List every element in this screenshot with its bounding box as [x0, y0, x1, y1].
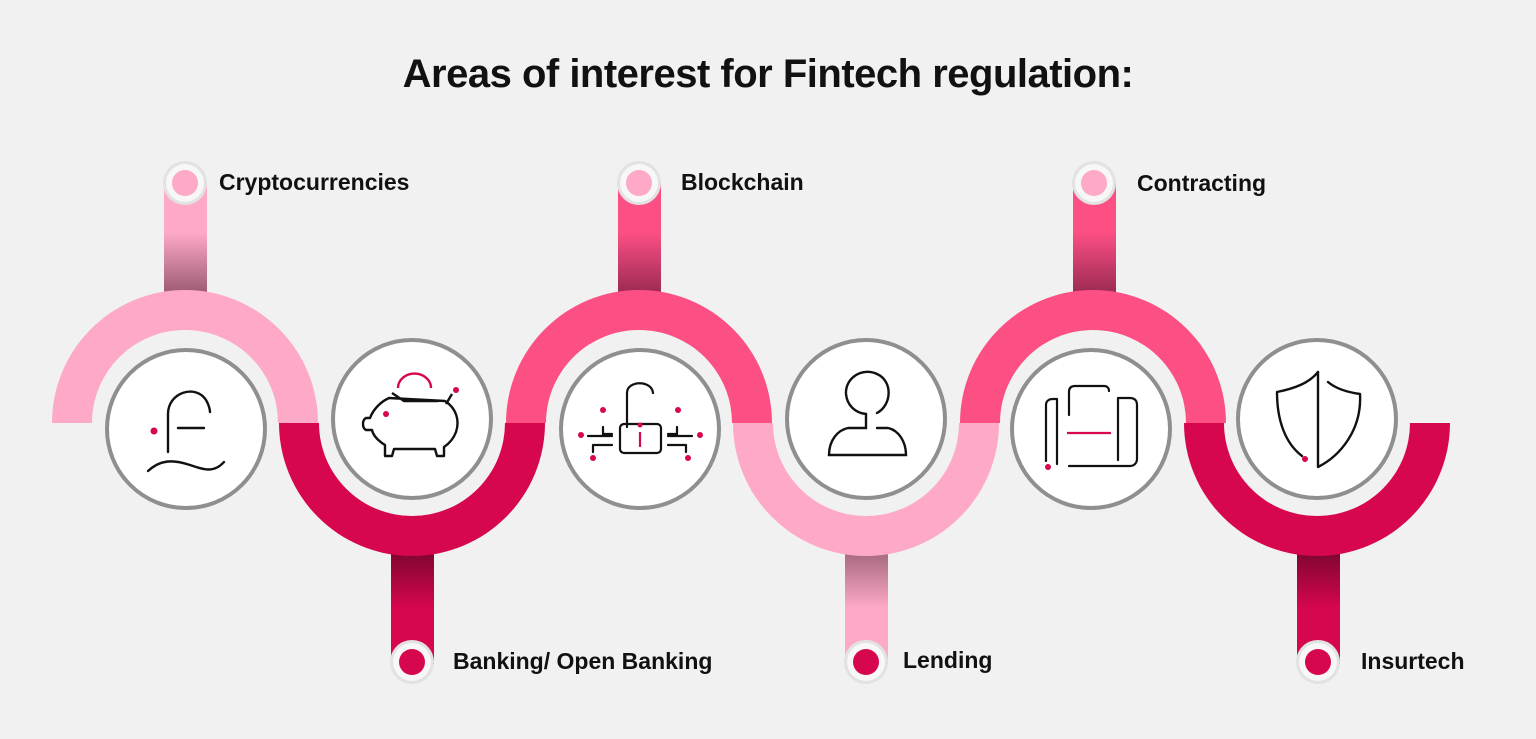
node-dot-blockchain [617, 161, 661, 205]
label-lending: Lending [903, 647, 993, 673]
node-dot-insurtech [1296, 640, 1340, 684]
icon-circle-banking [331, 338, 493, 500]
arc-banking [279, 423, 545, 556]
arc-contracting [960, 290, 1226, 423]
node-dot-lending [844, 640, 888, 684]
unlocked-padlock-circuit-icon [586, 382, 694, 455]
page-title: Areas of interest for Fintech regulation… [402, 52, 1134, 96]
icon-circle-contracting [1010, 348, 1172, 510]
node-dot-contracting [1072, 161, 1116, 205]
arc-insurtech [1184, 423, 1450, 556]
icon-circle-lending [785, 338, 947, 500]
icon-circle-cryptocurrencies [105, 348, 267, 510]
label-contracting: Contracting [1137, 170, 1267, 196]
person-icon [827, 370, 908, 457]
pound-sign-icon [146, 390, 226, 473]
node-dot-cryptocurrencies [163, 161, 207, 205]
label-cryptocurrencies: Cryptocurrencies [219, 169, 410, 195]
label-banking-open-banking: Banking/ Open Banking [453, 648, 713, 674]
piggy-bank-icon [361, 392, 459, 458]
arc-cryptocurrencies [52, 290, 318, 423]
arc-blockchain [506, 290, 772, 423]
icon-circle-blockchain [559, 348, 721, 510]
arc-lending [733, 423, 999, 556]
label-blockchain: Blockchain [681, 169, 804, 195]
briefcase-icon [1044, 384, 1139, 468]
shield-icon [1275, 370, 1362, 469]
label-insurtech: Insurtech [1361, 648, 1465, 674]
node-dot-banking [390, 640, 434, 684]
icon-circle-insurtech [1236, 338, 1398, 500]
